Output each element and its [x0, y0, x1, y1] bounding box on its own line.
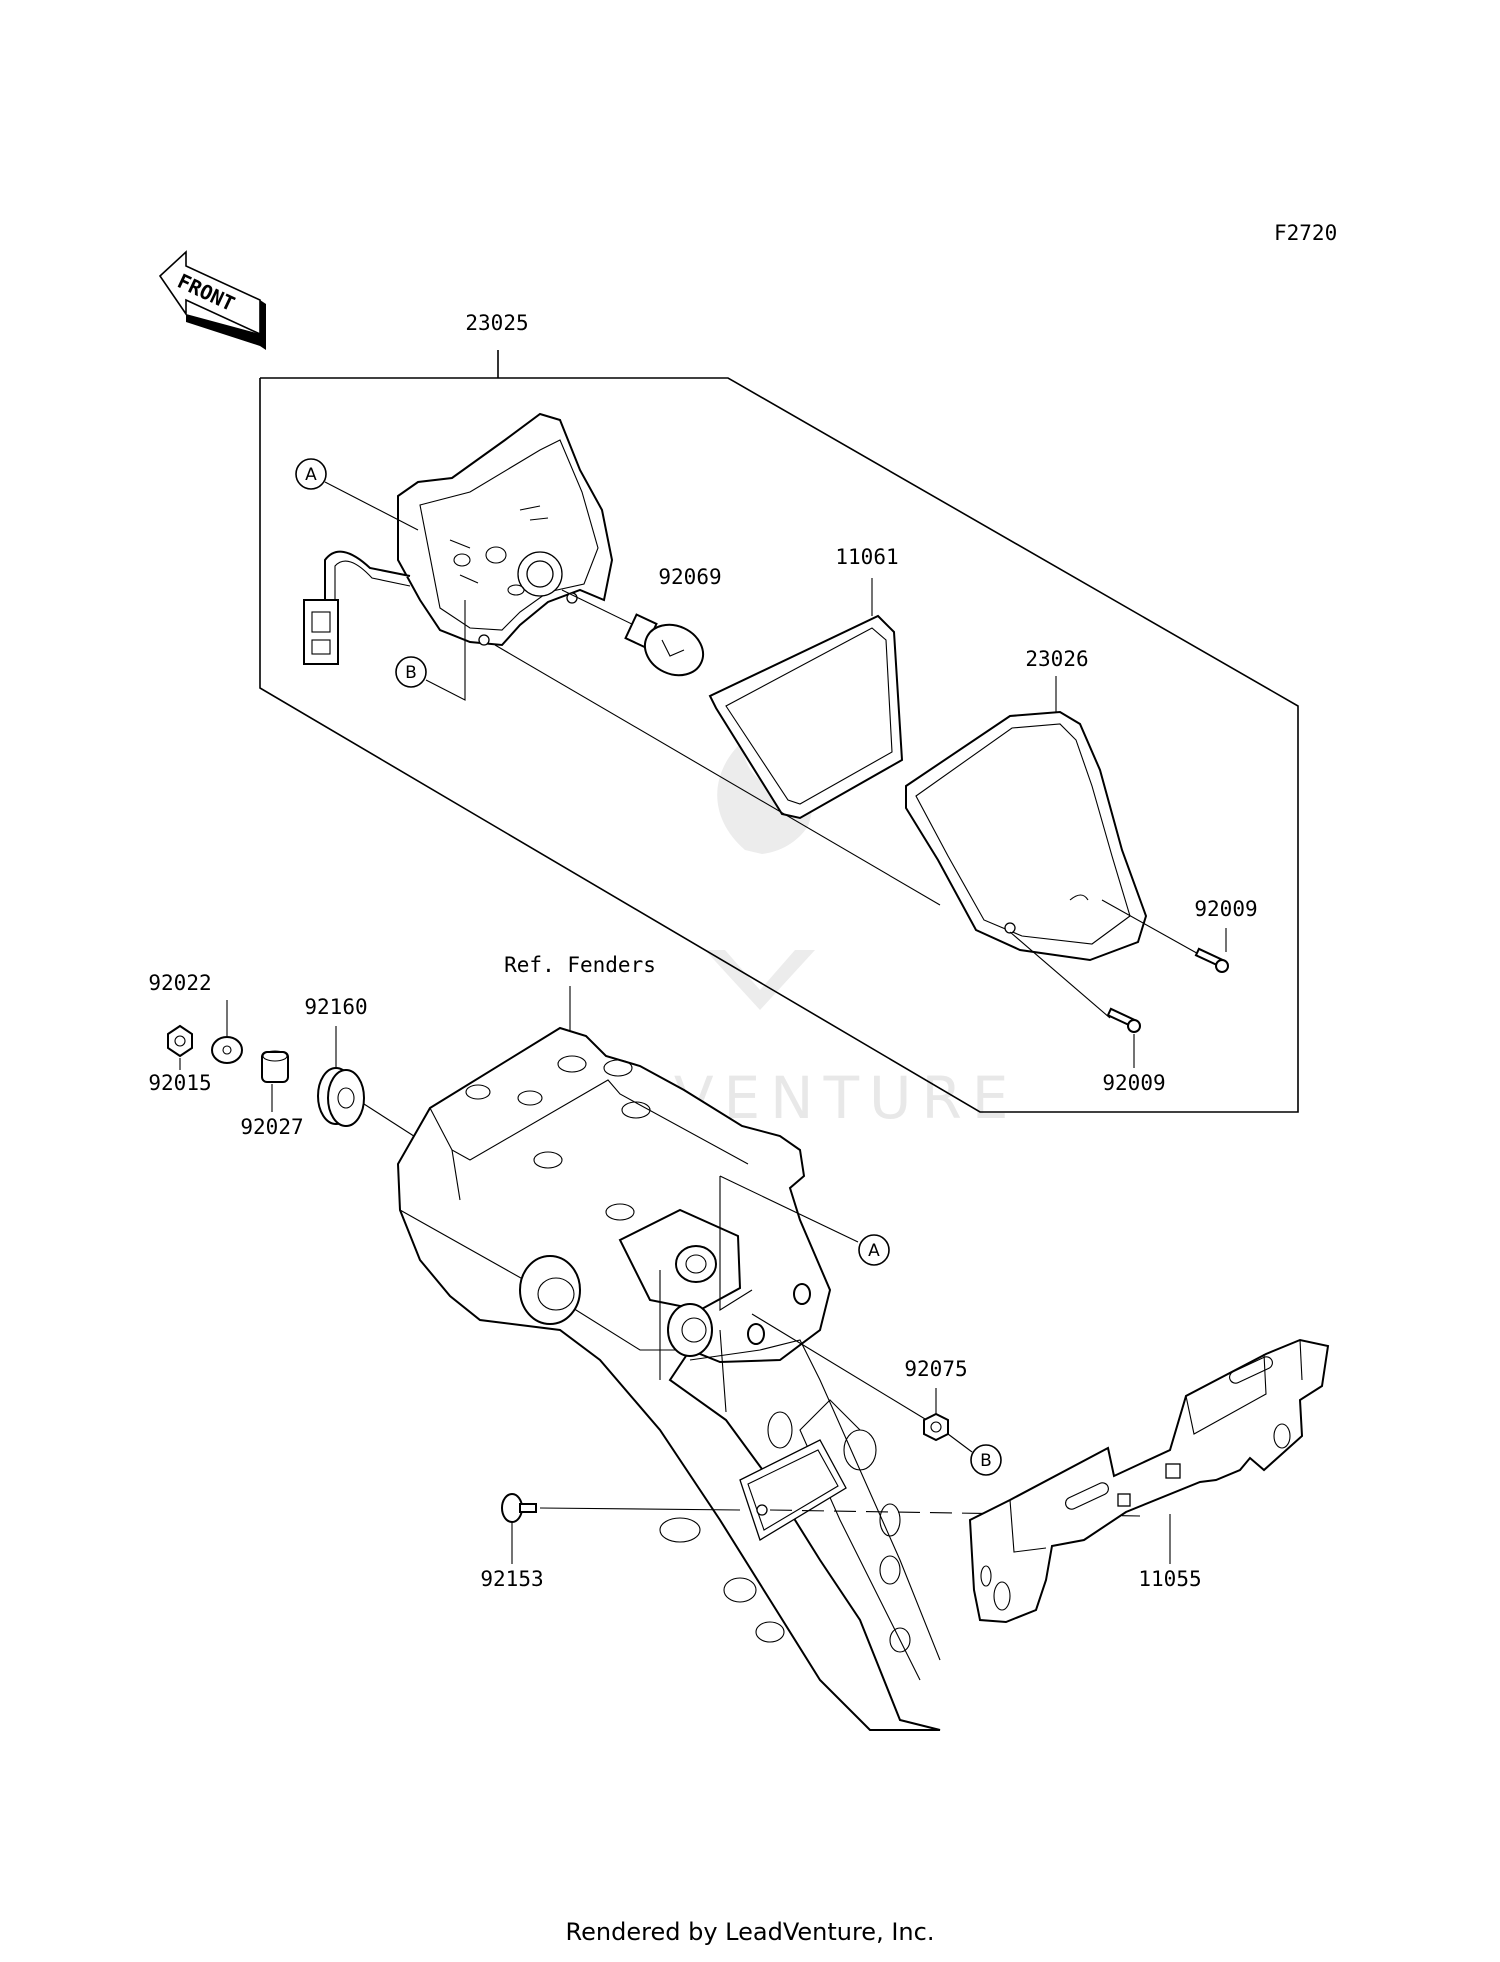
callout-a-bottom-label: A: [868, 1241, 880, 1261]
callout-a-bottom: [858, 1234, 890, 1266]
label-92153: 92153: [480, 1567, 543, 1591]
tail-lamp-housing: [303, 412, 614, 665]
label-92027: 92027: [240, 1115, 303, 1139]
label-92160: 92160: [304, 995, 367, 1019]
screw-92009-top: [1101, 899, 1229, 973]
callout-b-bottom: [970, 1444, 1002, 1476]
bolt-92153: [501, 1493, 537, 1523]
footer-credit: Rendered by LeadVenture, Inc.: [565, 1918, 935, 1946]
callout-a-top: [295, 458, 327, 490]
lens-23026: [905, 710, 1148, 962]
callout-b-top-label: B: [405, 663, 417, 683]
callout-b-top: [395, 656, 427, 688]
label-92069: 92069: [658, 565, 721, 589]
bracket-11055: [968, 1338, 1330, 1624]
callout-a-top-label: A: [305, 465, 317, 485]
figure-code: F2720: [1274, 221, 1337, 245]
label-92009-top: 92009: [1194, 897, 1257, 921]
label-92022: 92022: [148, 971, 211, 995]
collar-92027: [261, 1050, 289, 1083]
label-23025: 23025: [465, 311, 528, 335]
label-92009-bottom: 92009: [1102, 1071, 1165, 1095]
label-ref-fenders: Ref. Fenders: [504, 953, 656, 977]
gasket-11061: [708, 614, 904, 820]
grommet-92160: [317, 1067, 365, 1127]
label-11061: 11061: [835, 545, 898, 569]
label-23026: 23026: [1025, 647, 1088, 671]
front-arrow-icon: FRONT: [158, 250, 266, 350]
nut-92075: [923, 1412, 949, 1442]
washer-92022: [211, 1036, 243, 1064]
nut-92015: [167, 1024, 193, 1058]
rear-fender-frame: [396, 1026, 941, 1731]
assembly-box-23025: [259, 350, 1299, 1113]
label-92015: 92015: [148, 1071, 211, 1095]
callout-b-bottom-label: B: [980, 1451, 992, 1471]
label-92075: 92075: [904, 1357, 967, 1381]
label-11055: 11055: [1138, 1567, 1201, 1591]
screw-92009-bottom: [1009, 931, 1141, 1033]
bulb-92069: [561, 589, 705, 677]
